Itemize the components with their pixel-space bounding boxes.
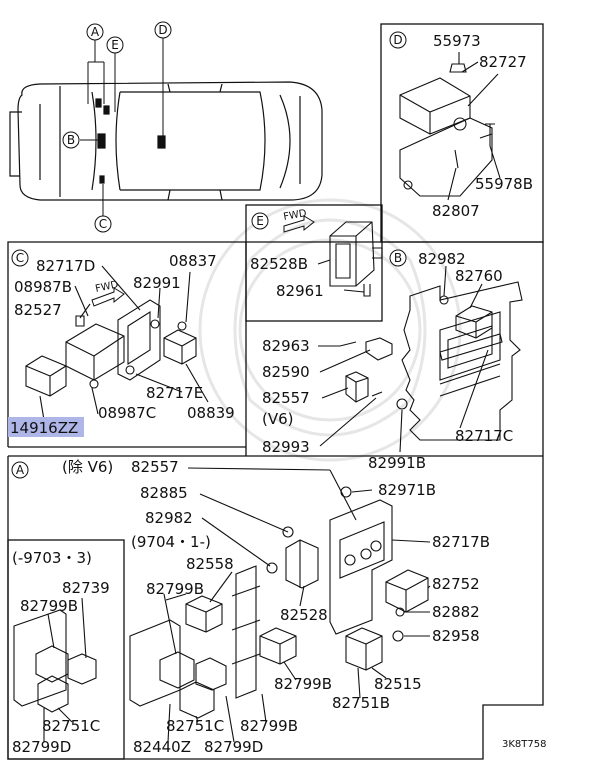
part-label-p82799b_c: 82799B — [274, 675, 332, 693]
part-label-p82557: 82557 — [131, 458, 179, 476]
part-label-b: B — [394, 251, 402, 265]
part-label-p82958: 82958 — [432, 627, 480, 645]
part-label-p82799b_d: 82799B — [240, 717, 298, 735]
section-frames — [7, 23, 544, 760]
view-label-e: E — [251, 212, 269, 230]
part-label-p82799d_a: 82799D — [12, 738, 71, 756]
part-label-p82528: 82528 — [280, 606, 328, 624]
part-label-p82739: 82739 — [62, 579, 110, 597]
part-label-except_v6: (除 V6) — [62, 458, 113, 476]
part-label-p08839: 08839 — [187, 404, 235, 422]
part-label-p82527: 82527 — [14, 301, 62, 319]
part-label-p82799b_a: 82799B — [20, 597, 78, 615]
part-label-p08837: 08837 — [169, 252, 217, 270]
part-label-date_to: (-9703・3) — [12, 549, 92, 567]
part-label-label: FWD — [283, 208, 308, 223]
part-label-p82717c: 82717C — [455, 427, 513, 445]
part-label-p82991: 82991 — [133, 274, 181, 292]
view-label-d: D — [389, 31, 407, 49]
part-label-p82751c_b: 82751C — [166, 717, 224, 735]
part-label-p82752: 82752 — [432, 575, 480, 593]
part-label-p82760: 82760 — [455, 267, 503, 285]
part-label-p82590: 82590 — [262, 363, 310, 381]
part-label-e: E — [111, 38, 119, 52]
part-label-p82717e: 82717E — [146, 384, 203, 402]
section-d: D 55973 82727 55978B 82807 — [389, 31, 533, 220]
vehicle-top-view — [9, 81, 323, 201]
part-label-p82885: 82885 — [140, 484, 188, 502]
part-label-p08987c: 08987C — [98, 404, 156, 422]
part-label-p82717b: 82717B — [432, 533, 490, 551]
part-label-p82557: 82557 — [262, 389, 310, 407]
part-label-date_from: (9704・1-) — [131, 533, 211, 551]
fwd-arrow-e — [283, 215, 315, 233]
part-label-p82961: 82961 — [276, 282, 324, 300]
part-label-p82515: 82515 — [374, 675, 422, 693]
fwd-arrow-c — [91, 287, 125, 307]
part-label-d: D — [158, 23, 167, 37]
part-label-p55973: 55973 — [433, 32, 481, 50]
figure-code: 3K8T758 — [502, 739, 546, 750]
part-label-c: C — [16, 251, 24, 265]
vehicle-callout-lines — [80, 38, 164, 216]
marker-c-top: C — [94, 215, 112, 233]
part-label-p82751b: 82751B — [332, 694, 390, 712]
view-label-c: C — [11, 249, 29, 267]
marker-a-top: A — [86, 23, 104, 41]
part-label-p82558: 82558 — [186, 555, 234, 573]
part-label-p82528b: 82528B — [250, 255, 308, 273]
marker-e-top: E — [106, 36, 124, 54]
part-label-p82440z: 82440Z — [133, 738, 191, 756]
view-label-b: B — [389, 249, 407, 267]
part-label-p82993: 82993 — [262, 438, 310, 456]
part-label-p82799d_b: 82799D — [204, 738, 263, 756]
section-b: B — [262, 249, 523, 472]
part-label-p82982: 82982 — [145, 509, 193, 527]
highlighted-part-14916ZZ — [8, 417, 84, 437]
part-label-p82882: 82882 — [432, 603, 480, 621]
part-label-p82727: 82727 — [479, 53, 527, 71]
part-label-p82717d: 82717D — [36, 257, 95, 275]
part-label-v6: (V6) — [262, 410, 294, 428]
marker-d-top: D — [154, 21, 172, 39]
part-label-c: C — [99, 217, 107, 231]
part-label-p82799b_b: 82799B — [146, 580, 204, 598]
part-label-p55978b: 55978B — [475, 175, 533, 193]
section-c: C — [8, 249, 235, 437]
part-label-e: E — [256, 214, 264, 228]
marker-b-top: B — [62, 131, 80, 149]
part-label-b: B — [67, 133, 75, 147]
part-label-p08987b: 08987B — [14, 278, 72, 296]
part-label-p82971b: 82971B — [378, 481, 436, 499]
part-label-p82807: 82807 — [432, 202, 480, 220]
section-a: A — [11, 458, 490, 756]
part-label-a: A — [91, 25, 100, 39]
part-label-p82991b: 82991B — [368, 454, 426, 472]
part-label-p82982: 82982 — [418, 250, 466, 268]
part-label-a: A — [16, 463, 25, 477]
section-e: E FWD 82528B 82961 — [250, 208, 383, 300]
part-14916ZZ: 14916ZZ — [10, 419, 78, 437]
part-label-d: D — [393, 33, 402, 47]
view-label-a: A — [11, 461, 29, 479]
part-label-p82751c_a: 82751C — [42, 717, 100, 735]
part-label-p82963: 82963 — [262, 337, 310, 355]
part-label-fwd: FWD — [94, 279, 119, 295]
